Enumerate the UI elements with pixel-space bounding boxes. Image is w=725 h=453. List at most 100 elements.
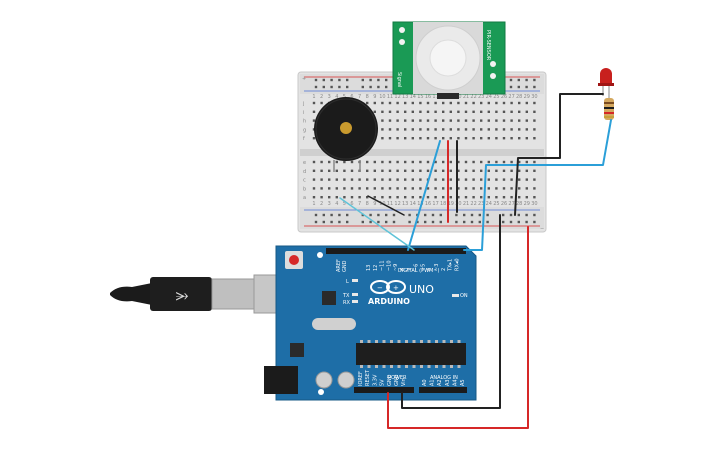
bb-hole[interactable] [396, 137, 399, 140]
bb-hole[interactable] [495, 169, 498, 172]
bb-hole[interactable] [525, 110, 528, 113]
bb-hole[interactable] [464, 101, 468, 105]
bb-hole[interactable] [388, 137, 392, 140]
bb-hole[interactable] [487, 128, 490, 131]
bb-hole[interactable] [381, 178, 384, 181]
bb-hole[interactable] [480, 101, 483, 105]
wire-led-signal[interactable] [463, 119, 612, 251]
bb-hole[interactable] [419, 160, 422, 164]
piezo-buzzer[interactable] [314, 97, 378, 172]
bb-hole[interactable] [457, 128, 460, 131]
bb-hole[interactable] [442, 128, 445, 131]
bb-hole[interactable] [388, 187, 392, 190]
bb-hole[interactable] [434, 169, 437, 172]
bb-hole[interactable] [404, 110, 407, 113]
bb-hole[interactable] [358, 178, 361, 181]
rail-hole[interactable] [525, 85, 528, 89]
bb-hole[interactable] [396, 187, 399, 190]
bb-hole[interactable] [396, 169, 399, 172]
rail-hole[interactable] [431, 213, 435, 217]
bb-hole[interactable] [396, 160, 399, 164]
bb-hole[interactable] [472, 128, 475, 131]
rail-hole[interactable] [385, 85, 388, 89]
wire-led-gnd[interactable] [514, 93, 604, 216]
bb-hole[interactable] [434, 128, 437, 131]
bb-hole[interactable] [404, 128, 407, 131]
bb-hole[interactable] [404, 196, 407, 199]
bb-hole[interactable] [464, 119, 468, 122]
bb-hole[interactable] [495, 119, 498, 122]
bb-hole[interactable] [328, 169, 331, 172]
bb-hole[interactable] [411, 196, 414, 199]
bb-hole[interactable] [518, 110, 521, 113]
bb-hole[interactable] [411, 169, 414, 172]
rail-hole[interactable] [517, 85, 520, 89]
bb-hole[interactable] [525, 119, 528, 122]
bb-hole[interactable] [442, 160, 445, 164]
bb-hole[interactable] [533, 101, 536, 105]
bb-hole[interactable] [388, 178, 392, 181]
bb-hole[interactable] [502, 187, 506, 190]
bb-hole[interactable] [366, 169, 369, 172]
bb-hole[interactable] [320, 178, 323, 181]
bb-hole[interactable] [533, 137, 536, 140]
reset-button-cap[interactable] [289, 255, 299, 265]
bb-hole[interactable] [350, 187, 354, 190]
bb-hole[interactable] [449, 178, 452, 181]
bb-hole[interactable] [525, 160, 528, 164]
bb-hole[interactable] [396, 110, 399, 113]
bb-hole[interactable] [510, 196, 513, 199]
bb-hole[interactable] [487, 137, 490, 140]
bb-hole[interactable] [442, 110, 445, 113]
rail-hole[interactable] [517, 213, 520, 217]
rail-hole[interactable] [525, 213, 528, 217]
bb-hole[interactable] [320, 101, 323, 105]
wire-buzzer-gnd[interactable] [367, 195, 405, 216]
bb-hole[interactable] [419, 119, 422, 122]
bb-hole[interactable] [343, 178, 346, 181]
rail-hole[interactable] [361, 213, 364, 217]
bb-hole[interactable] [518, 119, 521, 122]
bb-hole[interactable] [502, 101, 506, 105]
rail-hole[interactable] [525, 78, 528, 82]
rail-hole[interactable] [486, 220, 489, 224]
bb-hole[interactable] [312, 110, 316, 113]
bb-hole[interactable] [525, 101, 528, 105]
bb-hole[interactable] [404, 187, 407, 190]
bb-hole[interactable] [404, 169, 407, 172]
rail-hole[interactable] [369, 220, 372, 224]
bb-hole[interactable] [480, 119, 483, 122]
rail-hole[interactable] [470, 213, 474, 217]
bb-hole[interactable] [426, 160, 430, 164]
bb-hole[interactable] [518, 169, 521, 172]
bb-hole[interactable] [426, 110, 430, 113]
bb-hole[interactable] [328, 196, 331, 199]
bb-hole[interactable] [411, 119, 414, 122]
bb-hole[interactable] [328, 178, 331, 181]
bb-hole[interactable] [373, 187, 376, 190]
bb-hole[interactable] [312, 137, 316, 140]
bb-hole[interactable] [487, 110, 490, 113]
bb-hole[interactable] [502, 128, 506, 131]
rail-hole[interactable] [346, 213, 349, 217]
bb-hole[interactable] [419, 110, 422, 113]
bb-hole[interactable] [312, 196, 316, 199]
bb-hole[interactable] [464, 169, 468, 172]
bb-hole[interactable] [419, 178, 422, 181]
rail-hole[interactable] [385, 213, 388, 217]
bb-hole[interactable] [320, 187, 323, 190]
bb-hole[interactable] [472, 178, 475, 181]
bb-hole[interactable] [472, 187, 475, 190]
power-header[interactable] [354, 387, 414, 393]
rail-hole[interactable] [322, 213, 325, 217]
rail-hole[interactable] [478, 213, 481, 217]
rail-hole[interactable] [346, 78, 349, 82]
bb-hole[interactable] [358, 196, 361, 199]
rail-hole[interactable] [455, 213, 458, 217]
rail-hole[interactable] [502, 213, 505, 217]
bb-hole[interactable] [457, 196, 460, 199]
rail-hole[interactable] [392, 220, 396, 224]
rail-hole[interactable] [361, 85, 364, 89]
power-jack[interactable] [264, 366, 298, 394]
bb-hole[interactable] [487, 187, 490, 190]
